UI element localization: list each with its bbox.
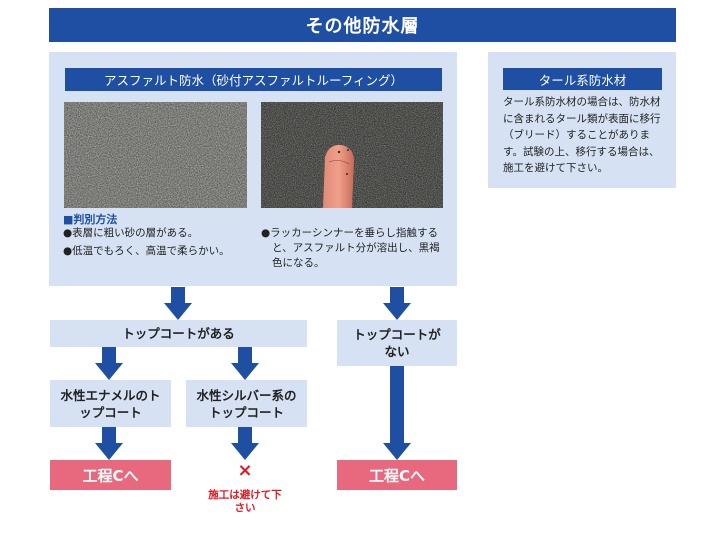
arrow-down-icon <box>95 347 123 380</box>
has-topcoat-box: トップコートがある <box>50 320 307 347</box>
arrow-down-icon <box>95 427 123 460</box>
cross-icon: × <box>237 460 253 481</box>
method-heading: ■判別方法 <box>63 213 118 226</box>
process-c-right: 工程Cへ <box>337 460 457 490</box>
tar-description: タール系防水材の場合は、防水材に含まれるタール類が表面に移行（ブリード）すること… <box>503 96 661 174</box>
enamel-topcoat-label: 水性エナメルのトップコート <box>60 387 161 420</box>
asphalt-heading: アスファルト防水（砂付アスファルトルーフィング） <box>65 68 442 91</box>
bullet-item: ●表層に粗い砂の層がある。 <box>63 227 199 239</box>
bullet-item: ●低温でもろく、高温で柔らかい。 <box>63 245 230 257</box>
no-topcoat-label: トップコートがない <box>353 327 441 359</box>
arrow-down-icon <box>164 287 192 320</box>
arrow-down-icon <box>231 427 259 460</box>
arrow-down-icon <box>383 287 411 320</box>
left-bullet-list: ●表層に粗い砂の層がある。 ●低温でもろく、高温で柔らかい。 <box>63 226 253 259</box>
bullet-item: ●ラッカーシンナーを垂らし指触すると、アスファルト分が溶出し、黒褐色になる。 <box>261 227 440 269</box>
arrow-down-icon <box>383 366 411 460</box>
sand-surface-photo <box>64 102 247 208</box>
right-bullet-list: ●ラッカーシンナーを垂らし指触すると、アスファルト分が溶出し、黒褐色になる。 <box>261 226 447 271</box>
finger-touch-photo <box>261 102 443 208</box>
tar-heading: タール系防水材 <box>503 68 662 90</box>
silver-topcoat-box: 水性シルバー系のトップコート <box>186 380 307 427</box>
silver-topcoat-label: 水性シルバー系のトップコート <box>196 387 297 420</box>
page-title: その他防水層 <box>49 8 676 42</box>
process-c-left: 工程Cへ <box>50 460 171 490</box>
no-topcoat-box: トップコートがない <box>337 320 457 366</box>
enamel-topcoat-box: 水性エナメルのトップコート <box>50 380 171 427</box>
avoid-construction-text: 施工は避けて下さい <box>208 489 282 514</box>
arrow-down-icon <box>231 347 259 380</box>
